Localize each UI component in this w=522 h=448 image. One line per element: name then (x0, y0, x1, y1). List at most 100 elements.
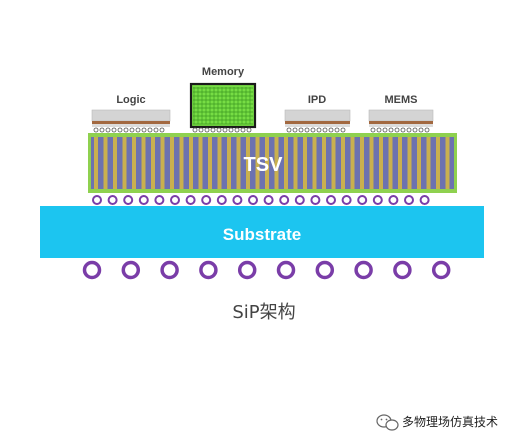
tsv-via (160, 137, 165, 189)
interposer-bump (92, 195, 102, 205)
tsv-via (198, 137, 203, 189)
interposer-bump (326, 195, 336, 205)
tsv-via (312, 137, 317, 189)
interposer-bump (154, 195, 165, 205)
tsv-vias (94, 137, 450, 189)
solder-ball (160, 260, 179, 280)
tsv-via (322, 137, 326, 189)
tsv-via (331, 137, 336, 189)
micro-bump (304, 127, 310, 133)
tsv-via (398, 137, 402, 189)
micro-bump (388, 127, 394, 133)
micro-bump (292, 127, 298, 133)
tsv-via (350, 137, 355, 189)
micro-bump (382, 127, 388, 133)
interposer-bump (263, 195, 274, 205)
micro-bump (340, 127, 346, 133)
solder-ball (276, 260, 296, 280)
tsv-via (170, 137, 174, 189)
micro-bump (192, 127, 198, 133)
micro-bump (406, 127, 412, 133)
micro-bump (334, 127, 340, 133)
tsv-label: TSV (244, 154, 284, 176)
interposer-bump (201, 195, 212, 205)
tsv-via (379, 137, 383, 189)
tsv-via (189, 137, 193, 189)
micro-bump (147, 127, 153, 133)
tsv-via (113, 137, 117, 189)
tsv-via (436, 137, 440, 189)
solder-ball (82, 260, 102, 280)
memory-grid-pattern (193, 87, 253, 125)
solder-ball (431, 260, 451, 280)
mems-chip (368, 109, 434, 133)
micro-bump (228, 127, 234, 133)
substrate (40, 206, 484, 258)
tsv-via (426, 137, 431, 189)
interposer-bump (341, 195, 352, 205)
solder-ball (237, 260, 257, 280)
micro-bump (234, 127, 240, 133)
substrate-label: Substrate (223, 225, 301, 244)
memory-label: Memory (202, 66, 245, 78)
tsv-via (360, 137, 364, 189)
tsv-interposer (88, 133, 457, 193)
tsv-via (284, 137, 288, 189)
tsv-via (179, 137, 184, 189)
tsv-via (417, 137, 421, 189)
ipd-label: IPD (308, 94, 326, 106)
micro-bump (424, 127, 430, 133)
micro-bump (310, 127, 316, 133)
micro-bump (286, 127, 292, 133)
tsv-via (265, 137, 269, 189)
micro-bump (418, 127, 424, 133)
tsv-via (151, 137, 155, 189)
micro-bump (412, 127, 418, 133)
mems-label: MEMS (385, 94, 418, 106)
solder-ball (121, 260, 141, 280)
interposer-bump (310, 195, 321, 205)
micro-bump (159, 127, 165, 133)
micro-bump (198, 127, 204, 133)
micro-bump (240, 127, 246, 133)
interposer-bump (170, 195, 180, 205)
micro-bump (117, 127, 123, 133)
tsv-via (293, 137, 298, 189)
solder-ball (393, 260, 412, 280)
micro-bump (316, 127, 322, 133)
tsv-via (141, 137, 146, 189)
tsv-via (274, 137, 279, 189)
micro-bump (322, 127, 328, 133)
solder-ball (354, 260, 373, 280)
micro-bump (153, 127, 159, 133)
watermark-text: 多物理场仿真技术 (402, 415, 498, 429)
interposer-bump-row (92, 195, 430, 205)
logic-label: Logic (116, 94, 145, 106)
ipd-micro-bumps (286, 127, 346, 133)
solder-ball-row (82, 260, 451, 280)
tsv-via (303, 137, 307, 189)
tsv-via (236, 137, 241, 189)
tsv-via (407, 137, 412, 189)
interposer-bump (294, 195, 305, 205)
interposer-bump (279, 195, 290, 205)
tsv-via (132, 137, 136, 189)
micro-bump (210, 127, 216, 133)
mems-micro-bumps (370, 127, 430, 133)
logic-chip (91, 109, 171, 133)
tsv-via (388, 137, 393, 189)
tsv-via (246, 137, 250, 189)
micro-bump (376, 127, 382, 133)
tsv-via (217, 137, 222, 189)
memory-micro-bumps (192, 127, 252, 133)
tsv-via (227, 137, 231, 189)
micro-bump (222, 127, 228, 133)
micro-bump (370, 127, 376, 133)
caption: SiP架构 (232, 302, 295, 323)
interposer-bump (232, 195, 243, 205)
tsv-via (341, 137, 345, 189)
interposer-bump (372, 195, 383, 205)
micro-bump (123, 127, 129, 133)
micro-bump (328, 127, 334, 133)
interposer-bump (404, 195, 414, 205)
